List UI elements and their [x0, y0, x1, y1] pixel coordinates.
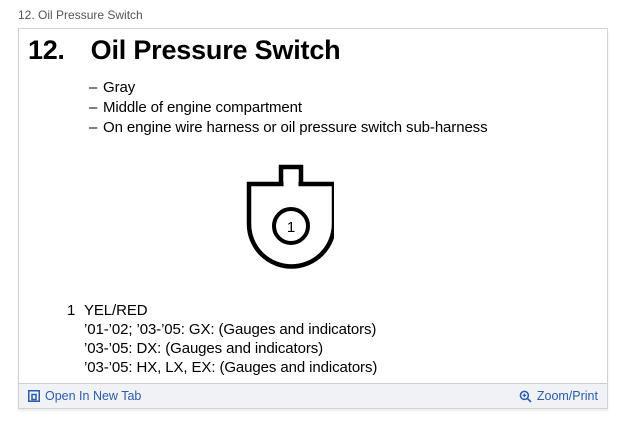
list-item-label: Middle of engine compartment — [103, 99, 302, 116]
new-tab-icon — [28, 390, 40, 402]
connector-shape-svg: 1 — [246, 164, 337, 269]
dash-marker: – — [89, 79, 98, 96]
list-item-label: Gray — [103, 79, 136, 96]
connector-diagram: 1 — [224, 162, 337, 277]
list-item: –On engine wire harness or oil pressure … — [89, 118, 488, 138]
zoom-print-label: Zoom/Print — [536, 389, 598, 403]
wire-row: 1 YEL/RED — [67, 301, 377, 320]
page-title-text: Oil Pressure Switch — [90, 35, 341, 65]
open-in-new-tab-label: Open In New Tab — [45, 389, 142, 403]
page-title: 12. Oil Pressure Switch — [28, 35, 341, 66]
page-title-number: 12. — [28, 35, 65, 65]
pin-circle-icon — [272, 207, 310, 245]
wire-pin-number: 1 — [67, 302, 76, 319]
wire-list: 1 YEL/RED ’01-’02; ’03-’05: GX: (Gauges a… — [67, 301, 377, 377]
attribute-list: –Gray –Middle of engine compartment –On … — [89, 78, 488, 138]
dash-marker: – — [89, 99, 98, 116]
tab-join-mask — [283, 181, 299, 187]
pin-number-label: 1 — [287, 219, 295, 236]
panel-body: 12. Oil Pressure Switch –Gray –Middle of… — [19, 29, 607, 383]
magnifier-plus-icon — [519, 390, 532, 403]
wire-detail: ’03-’05: DX: (Gauges and indicators) — [84, 340, 324, 357]
list-item-label: On engine wire harness or oil pressure s… — [103, 119, 488, 136]
dash-marker: – — [89, 119, 98, 136]
panel-footer: Open In New Tab Zoom/Print — [19, 383, 607, 408]
content-panel: 12. Oil Pressure Switch –Gray –Middle of… — [18, 28, 608, 409]
list-item: –Gray — [89, 78, 487, 98]
wire-detail: ’01-’02; ’03-’05: GX: (Gauges and indica… — [84, 321, 377, 338]
wire-detail: ’03-’05: HX, LX, EX: (Gauges and indicat… — [84, 359, 378, 376]
zoom-print-button[interactable]: Zoom/Print — [519, 389, 598, 403]
wire-name: YEL/RED — [84, 302, 148, 319]
list-item: –Middle of engine compartment — [89, 98, 487, 118]
open-in-new-tab-button[interactable]: Open In New Tab — [28, 389, 141, 403]
breadcrumb: 12. Oil Pressure Switch — [18, 8, 143, 22]
